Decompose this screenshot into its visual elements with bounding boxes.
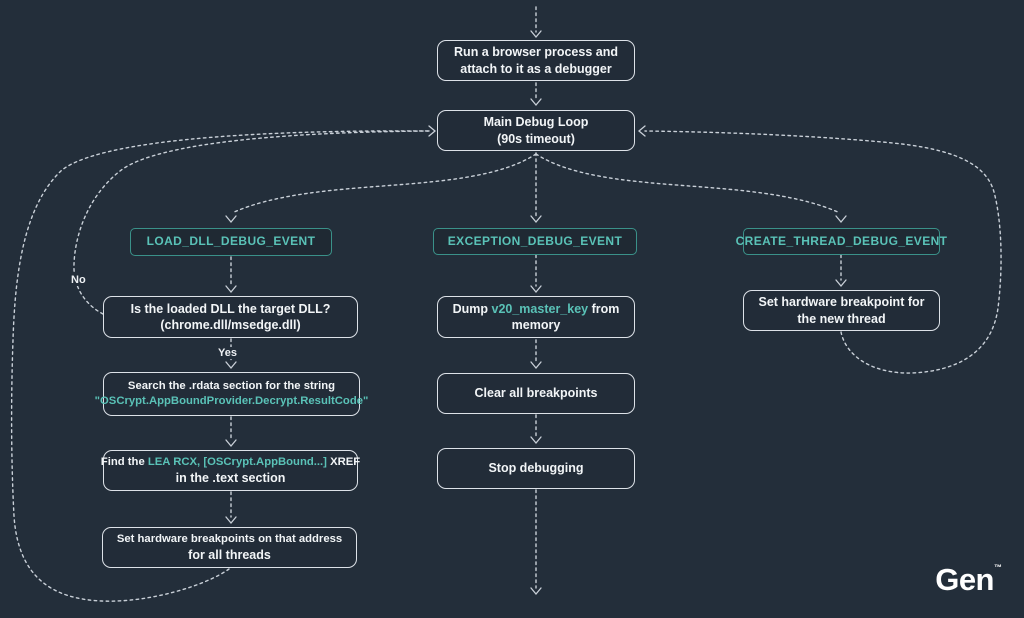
connector-left-loop: [10, 130, 430, 602]
node-event-exception: EXCEPTION_DEBUG_EVENT: [433, 228, 637, 255]
edge-label-no: No: [68, 274, 89, 287]
node-find-xref-part1: Find the: [100, 455, 148, 468]
node-set-bp-new-thread-line2: the new thread: [797, 311, 886, 326]
node-run-browser: Run a browser process and attach to it a…: [437, 40, 635, 81]
node-event-create-thread: CREATE_THREAD_DEBUG_EVENT: [736, 228, 947, 255]
node-dump-master-key: Dump v20_master_key from memory: [437, 296, 635, 338]
node-dump-part1: Dump: [452, 301, 492, 316]
node-dump-part2: from: [588, 301, 620, 316]
arrowhead-stop-to-exit: [530, 587, 542, 596]
node-find-xref-part2: XREF: [326, 455, 361, 468]
arrowhead-find-to-setbp: [225, 516, 237, 525]
edge-label-yes: Yes: [215, 347, 240, 360]
node-main-debug-loop-line1: Main Debug Loop: [483, 115, 589, 129]
node-stop-debugging: Stop debugging: [437, 448, 635, 489]
node-find-xref: Find the LEA RCX, [OSCrypt.AppBound...] …: [101, 450, 360, 491]
arrowhead-main-to-loaddll: [225, 215, 237, 224]
node-set-bp-all-threads-line1: Set hardware breakpoints on that address: [116, 532, 343, 545]
node-find-xref-line1: Find the LEA RCX, [OSCrypt.AppBound...] …: [101, 455, 360, 470]
node-run-browser-line2: attach to it as a debugger: [460, 61, 612, 76]
connector-right-loop: [644, 130, 1002, 374]
node-event-exception-label: EXCEPTION_DEBUG_EVENT: [447, 233, 623, 248]
gen-logo-trademark: ™: [994, 563, 1002, 572]
node-event-load-dll-label: LOAD_DLL_DEBUG_EVENT: [146, 234, 316, 249]
node-stop-debugging-label: Stop debugging: [488, 461, 584, 476]
arrowhead-run-to-main: [530, 98, 542, 107]
node-event-create-thread-label: CREATE_THREAD_DEBUG_EVENT: [735, 233, 948, 248]
node-search-rdata-line1: Search the .rdata section for the string: [127, 380, 336, 393]
arrowhead-loaddll-to-istarget: [225, 285, 237, 294]
arrowhead-main-to-createthread: [835, 215, 847, 224]
node-is-target-dll-line2: (chrome.dll/msedge.dll): [160, 318, 301, 332]
node-search-rdata-string: "OSCrypt.AppBoundProvider.Decrypt.Result…: [94, 395, 369, 407]
node-find-xref-code: LEA RCX, [OSCrypt.AppBound...]: [147, 455, 327, 468]
node-clear-breakpoints: Clear all breakpoints: [437, 373, 635, 414]
node-dump-code: v20_master_key: [491, 301, 589, 316]
arrowhead-dump-to-clear: [530, 361, 542, 370]
node-find-xref-line2: in the .text section: [175, 470, 286, 485]
arrowhead-into-main-left: [428, 125, 437, 137]
node-search-rdata: Search the .rdata section for the string…: [95, 372, 368, 416]
node-clear-breakpoints-label: Clear all breakpoints: [474, 386, 598, 401]
node-main-debug-loop: Main Debug Loop (90s timeout): [437, 110, 635, 151]
node-is-target-dll: Is the loaded DLL the target DLL? (chrom…: [103, 296, 358, 338]
connector-main-to-loaddll: [231, 153, 537, 214]
arrowhead-main-to-exception: [530, 215, 542, 224]
arrowhead-entry: [530, 30, 542, 39]
node-set-bp-all-threads-line2: for all threads: [188, 547, 271, 562]
connector-no-loop: [73, 130, 430, 315]
node-set-bp-new-thread: Set hardware breakpoint for the new thre…: [743, 290, 940, 331]
node-main-debug-loop-line2: (90s timeout): [497, 131, 575, 146]
arrowhead-exception-to-dump: [530, 285, 542, 294]
node-set-bp-all-threads: Set hardware breakpoints on that address…: [102, 527, 357, 568]
arrowhead-clear-to-stop: [530, 436, 542, 445]
node-run-browser-line1: Run a browser process and: [454, 45, 618, 59]
gen-logo: Gen™: [935, 562, 1002, 597]
arrowhead-into-main-right: [637, 125, 646, 137]
connector-main-to-createthread: [535, 153, 841, 214]
node-event-load-dll: LOAD_DLL_DEBUG_EVENT: [130, 228, 332, 256]
arrowhead-search-to-find: [225, 439, 237, 448]
arrowhead-createthread-to-setbp: [835, 279, 847, 288]
node-dump-master-key-line2: memory: [511, 318, 561, 332]
node-set-bp-new-thread-line1: Set hardware breakpoint for: [758, 295, 925, 309]
arrowhead-yes: [225, 361, 237, 370]
gen-logo-text: Gen: [935, 562, 994, 597]
node-dump-master-key-line1: Dump v20_master_key from: [453, 301, 620, 318]
node-is-target-dll-line1: Is the loaded DLL the target DLL?: [130, 301, 331, 316]
